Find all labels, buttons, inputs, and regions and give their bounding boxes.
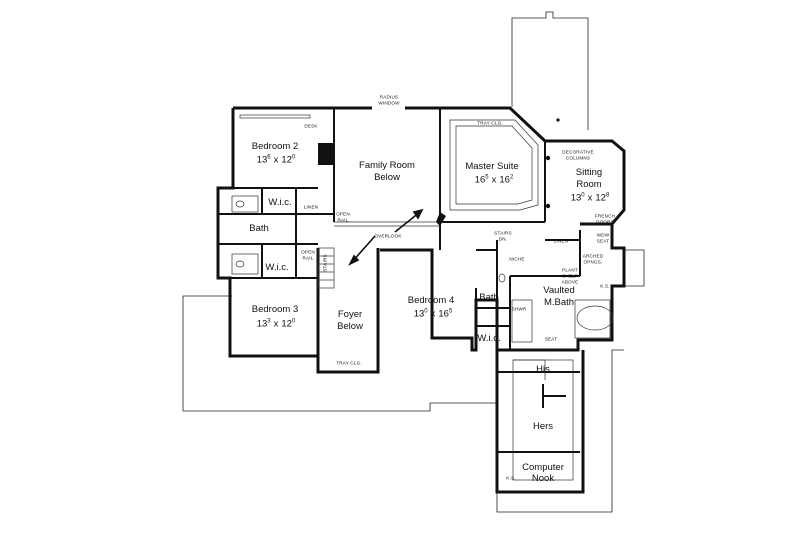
plant-shelf-note-1: PLANT [562, 267, 578, 273]
master-suite-length-ft: 16 [499, 174, 510, 186]
master-suite-width-in: 5 [485, 174, 489, 181]
foyer-line2: Below [337, 321, 363, 333]
open-rail-top-note-1: OPEN [336, 211, 350, 217]
computer-nook-line1: Computer [522, 462, 564, 474]
bedroom-3-width-ft: 13 [256, 318, 268, 330]
wic-upper-label: W.i.c. [268, 197, 292, 209]
tray-clg-master-note: TRAY CLG. [477, 120, 503, 126]
master-suite-width-ft: 16 [474, 174, 486, 186]
bedroom-3-width-in: 3 [267, 318, 271, 325]
bedroom-4-name: Bedroom 4 [407, 295, 455, 307]
ks-nook-note: K.S. [506, 475, 516, 481]
sitting-room-length-ft: 12 [595, 192, 606, 204]
sitting-room-length-in: 8 [605, 192, 610, 199]
sitting-room-dim-sep: x [587, 192, 593, 204]
bedroom-2-length-ft: 12 [281, 154, 292, 166]
sitting-room-line2: Room [576, 179, 602, 191]
fixture-details [231, 114, 614, 481]
computer-nook-line2: Nook [531, 473, 555, 485]
bath-center-label: Bath [479, 292, 499, 304]
decorative-columns-note-2: COLUMNS [565, 155, 591, 161]
family-room-line1: Family Room [359, 160, 415, 172]
his-closet-label: His [536, 364, 550, 376]
bedroom-4-length-in: 5 [448, 308, 453, 315]
plant-shelf-note-3: ABOVE [561, 279, 579, 285]
wdw-seat-note-2: SEAT [596, 238, 610, 244]
tray-clg-foyer-note: TRAY CLG. [336, 360, 362, 366]
sitting-room-line1: Sitting [575, 167, 603, 179]
stairs-dn-note-1: STAIRS [494, 230, 512, 236]
stairs-dn-note-2: DN. [498, 236, 508, 242]
french-doors-note-1: FRENCH [594, 213, 616, 219]
bedroom-3-name: Bedroom 3 [251, 304, 299, 316]
wdw-seat-note-1: WDW [596, 232, 610, 238]
stairs-left-note: STAIRS [322, 254, 328, 272]
vaulted-bath-line1: Vaulted [543, 285, 575, 297]
foyer-line1: Foyer [337, 309, 363, 321]
open-rail-stairs-note-1: OPEN [301, 249, 315, 255]
radius-window-note-2: WINDOW [378, 100, 400, 106]
vaulted-bath-line2: M.Bath [543, 297, 575, 309]
decorative-columns [545, 118, 560, 209]
overlook-note: OVERLOOK [374, 233, 402, 239]
sitting-room-width-ft: 13 [570, 192, 582, 204]
ks-right-note: K.S. [600, 283, 610, 289]
family-room-line2: Below [374, 172, 400, 184]
arched-opngs-note-1: ARCHED [582, 253, 604, 259]
bedroom-4-dim-sep: x [430, 308, 436, 320]
open-rail-top-note-2: RAIL [337, 217, 349, 223]
bedroom-2-width-in: 6 [267, 154, 271, 161]
seat-note: SEAT [544, 336, 558, 342]
hers-closet-label: Hers [532, 421, 554, 433]
master-suite-dim-sep: x [491, 174, 497, 186]
overlook-marker [436, 212, 446, 226]
overlook-arrows [348, 208, 424, 266]
wic-lower-label: W.i.c. [265, 262, 289, 274]
bedroom-4-width-ft: 13 [413, 308, 425, 320]
french-doors-note-2: DOORS [596, 219, 614, 225]
open-rail-stairs-note-2: RAIL [302, 255, 314, 261]
bedroom-2-length-in: 0 [291, 154, 296, 161]
sitting-room-width-in: 0 [581, 192, 585, 199]
bedroom-2-name: Bedroom 2 [251, 141, 299, 153]
decorative-columns-note-1: DECORATIVE [562, 149, 594, 155]
bedroom-3-length-ft: 12 [281, 318, 292, 330]
radius-window-note-1: RADIUS [379, 94, 399, 100]
shwr-note: SHWR [511, 306, 527, 312]
plant-shelf-note-2: SHELF [562, 273, 578, 279]
bedroom-3-length-in: 0 [291, 318, 296, 325]
desk-block [318, 143, 333, 165]
roof-outline [182, 11, 645, 513]
wic-center-label: W.i.c. [477, 333, 501, 345]
linen-left-note: LINEN [303, 204, 319, 210]
linen-right-note: LINEN [553, 238, 569, 244]
bedroom-2-width-ft: 13 [256, 154, 268, 166]
master-suite-length-in: 2 [509, 174, 514, 181]
bedroom-4-length-ft: 16 [438, 308, 449, 320]
bath-upper-label: Bath [249, 223, 269, 235]
desk-note: DESK [304, 123, 318, 129]
bedroom-3-dim-sep: x [273, 318, 279, 330]
exterior-walls [216, 106, 626, 494]
niche-note: NICHE [509, 256, 525, 262]
bedroom-2-dim-sep: x [273, 154, 279, 166]
master-suite-name: Master Suite [465, 161, 519, 173]
interior-walls [218, 108, 581, 453]
bedroom-4-width-in: 0 [424, 308, 428, 315]
arched-opngs-note-2: OPNGS. [583, 259, 603, 265]
